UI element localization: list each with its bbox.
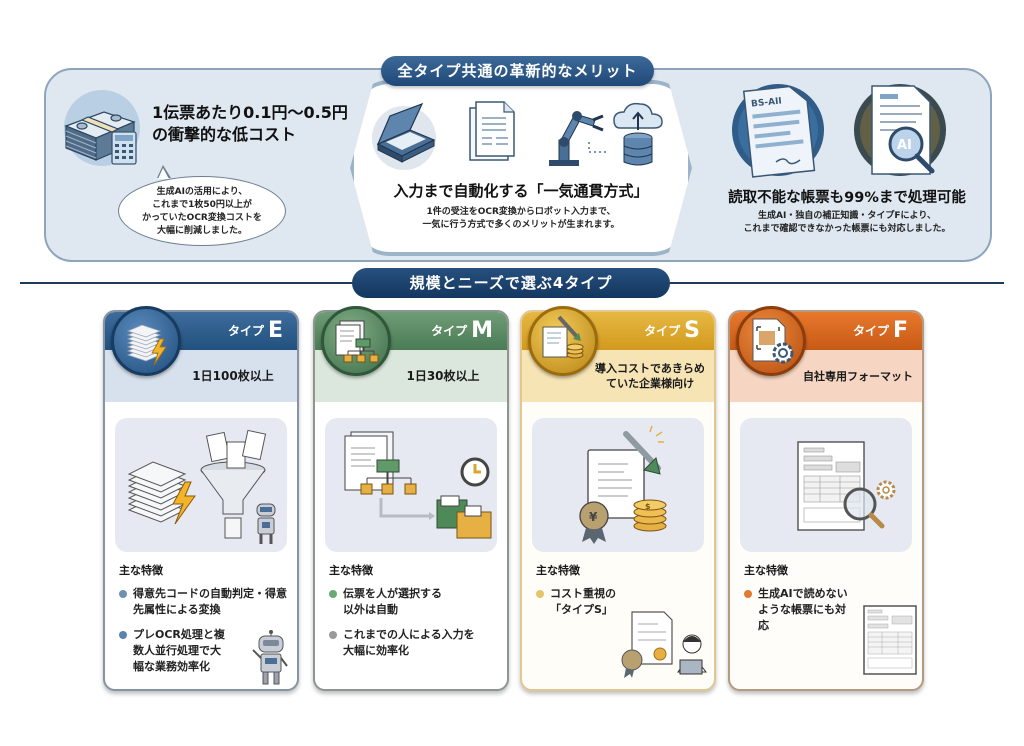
features-title: 主な特徴 (536, 564, 580, 577)
form-document-icon (863, 605, 917, 675)
svg-text:¥: ¥ (589, 510, 598, 524)
unreadable-docs-title: 読取不能な帳票も99%まで処理可能 (728, 190, 966, 206)
robot-icon (256, 503, 276, 544)
robot-icon (252, 630, 288, 685)
feature-item: 得意先コードの自動判定・得意先属性による変換 (119, 586, 291, 618)
low-cost-title: 1伝票あたり0.1円〜0.5円 の衝撃的な低コスト (152, 103, 348, 144)
funnel-icon (200, 429, 267, 539)
features-list: 得意先コードの自動判定・得意先属性による変換 プレOCR処理と複数人並行処理で大… (119, 586, 291, 684)
feature-item: 生成AIで読めないような帳票にも対応 (744, 586, 854, 634)
paper-stack-lightning-icon (111, 306, 181, 376)
bullet-icon (119, 590, 127, 598)
document-icon (469, 101, 515, 161)
certificate-person-icon (621, 611, 707, 678)
card-subtitle: 1日100枚以上 (192, 368, 274, 383)
card-subtitle: 1日30枚以上 (406, 368, 480, 383)
card-subtitle: 自社専用フォーマット (803, 369, 913, 383)
paper-stack-icon (127, 461, 187, 523)
lightning-icon (172, 481, 196, 525)
automation-icons (372, 101, 663, 170)
banner-title: 全タイプ共通の革新的なメリット (381, 56, 654, 86)
type-m-illustration (325, 418, 497, 552)
bullet-icon (536, 590, 544, 598)
svg-text:$: $ (645, 502, 651, 511)
automation-content: 入力まで自動化する「一気通貫方式」 1件の受注をOCR変換からロボット入力まで、… (356, 86, 686, 250)
feature-item: プレOCR処理と複数人並行処理で大幅な業務効率化 (119, 627, 229, 675)
feature-item: コスト重視の「タイプS」 (536, 586, 636, 618)
money-stack-calculator-icon (60, 86, 144, 170)
feature-item: これまでの人による入力を大幅に効率化 (329, 627, 479, 659)
automation-title: 入力まで自動化する「一気通貫方式」 (393, 182, 649, 200)
section-title: 規模とニーズで選ぶ4タイプ (352, 268, 670, 298)
features-list: 生成AIで読めないような帳票にも対応 (744, 586, 916, 643)
unreadable-docs-icons: BS-AII AI (732, 84, 946, 178)
cost-down-document-icon (528, 306, 598, 376)
features-title: 主な特徴 (329, 564, 373, 577)
cost-speech-bubble: 生成AIの活用により、 これまで1枚50円以上が かっていたOCR変換コストを … (118, 165, 286, 246)
document-flowchart-icon (321, 306, 391, 376)
features-list: コスト重視の「タイプS」 (536, 586, 708, 627)
features-list: 伝票を人が選択する以外は自動 これまでの人による入力を大幅に効率化 (329, 586, 501, 668)
bullet-icon (329, 631, 337, 639)
bullet-icon (329, 590, 337, 598)
handwritten-document-icon: BS-AII (732, 84, 824, 178)
automation-description: 1件の受注をOCR変換からロボット入力まで、 一気に行う方式で多くのメリットが生… (422, 207, 620, 230)
features-title: 主な特徴 (744, 564, 788, 577)
cloud-database-icon (613, 102, 663, 166)
svg-text:AI: AI (897, 138, 912, 153)
scanner-icon (372, 102, 436, 170)
type-e-illustration (115, 418, 287, 552)
bullet-icon (119, 631, 127, 639)
type-f-illustration (740, 418, 912, 552)
bullet-icon (744, 590, 752, 598)
card-subtitle: 導入コストであきらめていた企業様向け (595, 362, 705, 390)
document-gear-icon (736, 306, 806, 376)
svg-text:BS-AII: BS-AII (751, 96, 783, 109)
feature-item: 伝票を人が選択する以外は自動 (329, 586, 449, 618)
unreadable-docs-description: 生成AI・独自の補正知識・タイプFにより、 これまで確認できなかった帳票にも対応… (743, 211, 951, 234)
card-subtitle-band: 1日30枚以上 (315, 350, 507, 402)
robot-arm-icon (549, 111, 607, 166)
type-s-illustration: ¥ $ (532, 418, 704, 552)
ai-magnifier-document-icon: AI (854, 84, 946, 176)
features-title: 主な特徴 (119, 564, 163, 577)
